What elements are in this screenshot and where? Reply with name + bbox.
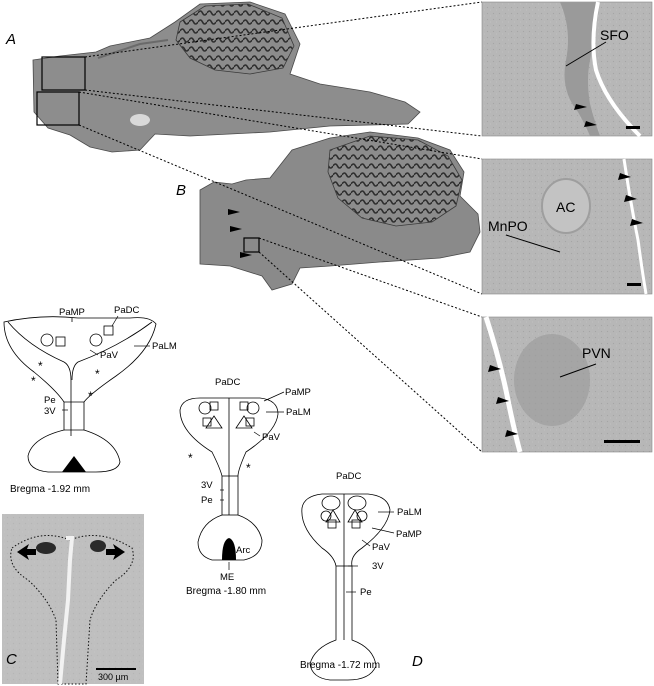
schematic-bregma-192: PaMP PaDC PaLM PaV Pe 3V * * * * Bregma … [3, 305, 177, 495]
caption-bregma-192: Bregma -1.92 mm [10, 484, 90, 495]
arrowhead-sfo-2 [584, 121, 597, 127]
label-sfo: SFO [600, 27, 629, 43]
scale-bar-c [96, 668, 136, 670]
asterisk-192-3: * [95, 367, 100, 381]
arrow-c-right [106, 544, 125, 560]
scale-bar-pvn [604, 440, 640, 443]
zoom-guides [78, 1, 483, 453]
label-pvn: PVN [582, 345, 611, 361]
arrowhead-pvn-3 [505, 430, 518, 437]
arrowhead-mnpo-2 [624, 195, 637, 202]
label-padc-192: PaDC [114, 305, 139, 316]
arrow-c-left [17, 544, 36, 560]
label-pav-180: PaV [262, 432, 281, 443]
box-mnpo [36, 91, 80, 126]
panel-label-a: A [5, 31, 16, 48]
asterisk-192-1: * [38, 359, 43, 373]
label-pamp-192: PaMP [59, 307, 85, 318]
arrowhead-mnpo-1 [618, 173, 631, 180]
photo-c: 300 µm C [2, 514, 144, 685]
label-padc-180: PaDC [215, 377, 240, 388]
tract-a [97, 39, 169, 59]
panel-label-c: C [6, 651, 17, 668]
panel-label-d: D [412, 653, 423, 670]
label-padc-172: PaDC [336, 471, 361, 482]
section-a: A [5, 1, 421, 153]
label-pe-180: Pe [201, 495, 213, 506]
arrowhead-pvn-2 [496, 397, 509, 404]
label-palm-172: PaLM [397, 507, 422, 518]
label-3v-192: 3V [44, 406, 56, 417]
asterisk-180-2: * [246, 461, 251, 475]
outline-180 [179, 397, 279, 561]
micrograph-pvn: PVN [481, 316, 653, 453]
panel-label-b: B [176, 182, 186, 199]
label-pav-192: PaV [100, 350, 119, 361]
arrowhead-pvn-1 [488, 365, 501, 372]
arrowhead-sfo-1 [574, 104, 587, 110]
label-3v-180: 3V [201, 480, 213, 491]
asterisk-180-1: * [188, 451, 193, 465]
label-pav-172: PaV [372, 542, 391, 553]
scale-bar-mnpo [627, 283, 641, 286]
label-me-180: ME [220, 572, 234, 583]
brain-section-a [32, 1, 421, 153]
label-arc-180: Arc [236, 545, 251, 556]
arrowhead-b-1 [228, 209, 240, 215]
cerebellum-b [327, 135, 463, 227]
label-palm-192: PaLM [152, 341, 177, 352]
caption-bregma-180: Bregma -1.80 mm [186, 586, 266, 597]
asterisk-192-2: * [31, 374, 36, 388]
pontine-pale-a [130, 114, 150, 126]
label-pamp-180: PaMP [285, 387, 311, 398]
schematic-bregma-172: PaDC PaLM PaMP PaV 3V Pe Bregma -1.72 mm… [300, 471, 423, 681]
label-pamp-172: PaMP [396, 529, 422, 540]
label-palm-180: PaLM [286, 407, 311, 418]
caption-bregma-172: Bregma -1.72 mm [300, 660, 380, 671]
schematic-bregma-180: PaDC PaMP PaLM PaV 3V Pe Arc ME * * Breg… [179, 377, 311, 597]
label-mnpo: MnPO [488, 218, 528, 234]
arcuate-180 [222, 538, 236, 560]
outline-192 [3, 316, 157, 473]
cerebellum-a [175, 3, 295, 75]
box-pvn [243, 237, 260, 253]
median-eminence-192 [62, 456, 86, 472]
label-pe-192: Pe [44, 395, 56, 406]
arrowhead-b-3 [240, 252, 252, 258]
scale-label-c: 300 µm [98, 672, 128, 682]
label-pe-172: Pe [360, 587, 372, 598]
scale-bar-sfo [626, 126, 640, 129]
arrowhead-b-2 [230, 226, 242, 232]
label-ac: AC [556, 199, 575, 215]
box-sfo [41, 56, 86, 91]
micrograph-mnpo: AC MnPO [481, 158, 653, 295]
outline-172 [301, 493, 391, 681]
section-b: B [176, 131, 481, 291]
arrowhead-mnpo-3 [630, 219, 643, 226]
asterisk-192-4: * [88, 389, 93, 403]
label-3v-172: 3V [372, 561, 384, 572]
micrograph-sfo: SFO [481, 1, 653, 138]
